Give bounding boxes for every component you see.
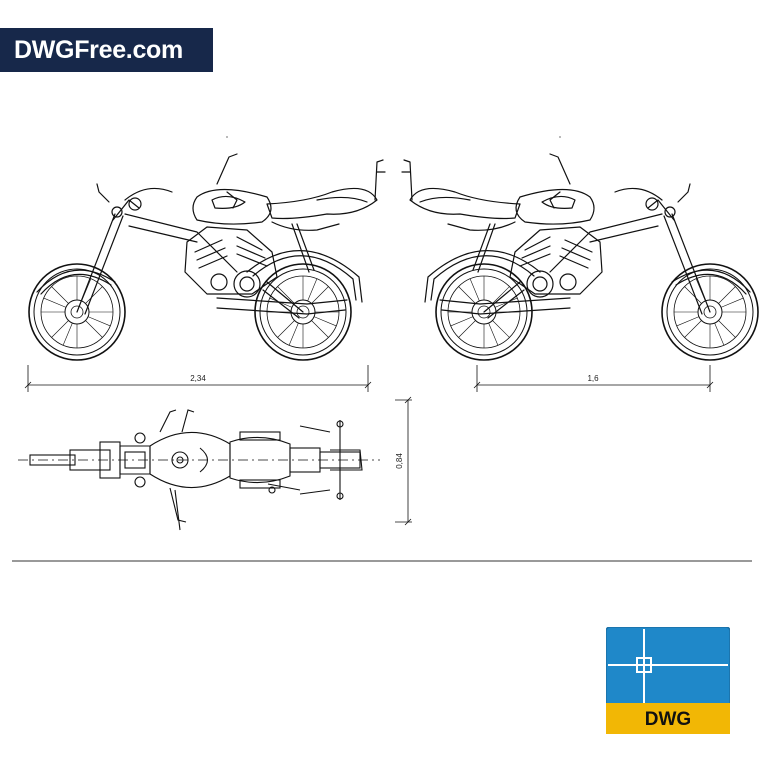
site-logo[interactable]: DWGFree.com	[0, 28, 213, 72]
dimension-width	[395, 396, 412, 526]
dwg-file-icon: DWG	[606, 627, 730, 734]
top-view	[18, 409, 380, 531]
side-view-right	[402, 137, 758, 360]
dimension-wheelbase	[473, 365, 714, 392]
wheelbase-label: 1,6	[587, 374, 599, 383]
dimension-length	[24, 365, 372, 392]
length-label: 2,34	[190, 374, 206, 383]
width-label: 0,84	[395, 453, 404, 469]
dwg-badge-label: DWG	[645, 709, 691, 730]
side-view-left	[29, 137, 385, 360]
